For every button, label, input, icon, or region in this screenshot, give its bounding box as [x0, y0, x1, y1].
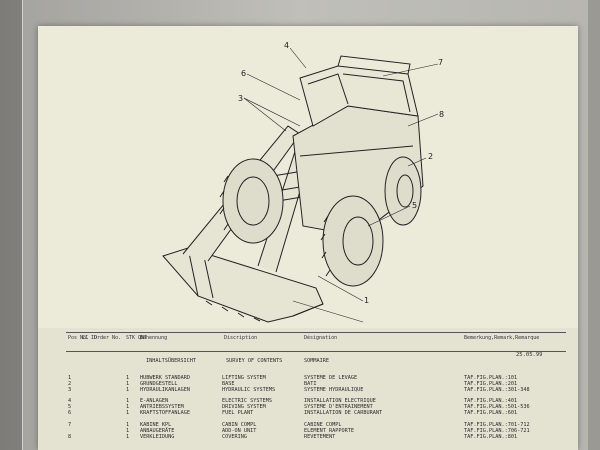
page-lower-band — [38, 328, 578, 450]
callout-3: 3 — [238, 94, 244, 103]
table-row: INHALTSÜBERSICHT SURVEY OF CONTENTS SOMM… — [146, 358, 329, 364]
header-pos: Pos No. — [68, 335, 90, 341]
table-header: Pos No. CI ID Order No. STK QNT Benennun… — [66, 332, 566, 352]
callout-7: 7 — [438, 58, 444, 67]
header-benennung: Benennung — [140, 335, 168, 341]
header-stk: STK QNT — [126, 335, 148, 341]
table-row: 5 1 ANTRIEBSSYSTEM DRIVING SYSTEM SYSTEM… — [68, 404, 530, 410]
table-row: 7 1 KABINE KPL CABIN COMPL CABINE COMPL … — [68, 422, 530, 428]
table-row: 6 1 KRAFTSTOFFANLAGE FUEL PLANT INSTALLA… — [68, 410, 518, 416]
catalog-page: 4 6 3 7 8 2 5 1 Pos No. CI ID Order No. … — [38, 26, 578, 450]
table-row: 1 1 HUBWERK STANDARD LIFTING SYSTEM SYST… — [68, 375, 518, 381]
callout-6: 6 — [241, 69, 247, 78]
table-row: 1 ANBAUGERÄTE ADD-ON UNIT ELEMENT RAPPOR… — [126, 428, 530, 434]
table-row: 8 1 VERKLEIDUNG COVERING REVETEMENT TAF.… — [68, 434, 518, 440]
header-description: Discription — [224, 335, 258, 341]
callout-4: 4 — [284, 41, 290, 50]
wheel-loader-drawing — [162, 47, 439, 323]
callout-8: 8 — [439, 110, 445, 119]
header-ci: CI ID — [82, 335, 98, 341]
callout-5: 5 — [412, 201, 418, 210]
callout-2: 2 — [428, 152, 434, 161]
callout-1: 1 — [364, 296, 370, 305]
header-order: Order No. — [94, 335, 122, 341]
table-row: 3 1 HYDRAULIKANLAGEN HYDRAULIC SYSTEMS S… — [68, 387, 530, 393]
header-remark: Bemerkung,Remark,Remarque — [464, 335, 540, 341]
table-row: 2 1 GRUNDGESTELL BASE BATI TAF.FIG.PLAN.… — [68, 381, 518, 387]
table-row: 4 1 E-ANLAGEN ELECTRIC SYSTEMS INSTALLAT… — [68, 398, 518, 404]
document-date: 25.05.99 — [516, 352, 543, 358]
header-designation: Désignation — [304, 335, 338, 341]
